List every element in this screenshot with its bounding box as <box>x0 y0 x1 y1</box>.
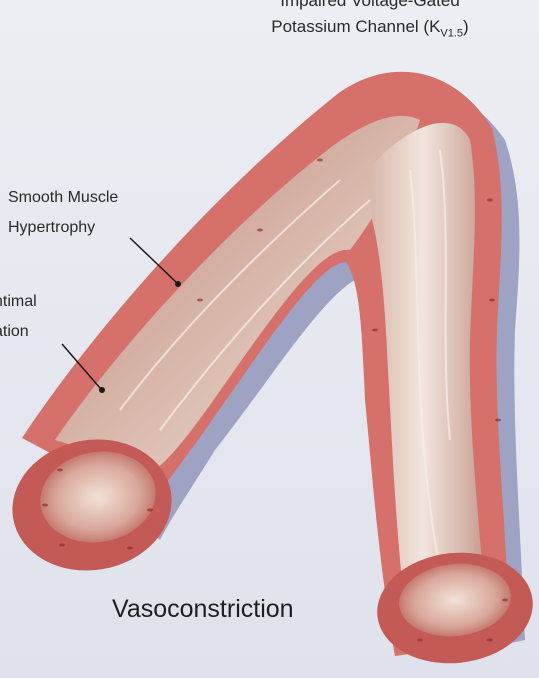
channel-label-sub: V1.5 <box>440 27 463 39</box>
channel-label-line2: Potassium Channel (KV1.5) <box>205 14 535 46</box>
channel-label-line1: Impaired Voltage-Gated <box>205 0 535 14</box>
smooth-muscle-label: Smooth Muscle Hypertrophy <box>8 183 118 243</box>
leader-smooth-muscle-dot <box>175 281 181 287</box>
leader-intimal-dot <box>99 387 105 393</box>
smooth-muscle-label-line2: Hypertrophy <box>8 213 118 243</box>
channel-label-end: ) <box>463 17 469 36</box>
intimal-label-line1: ntimal <box>0 287 37 317</box>
vasoconstriction-label: Vasoconstriction <box>112 594 294 624</box>
channel-label: Impaired Voltage-Gated Potassium Channel… <box>205 0 535 46</box>
intimal-label-line2: ation <box>0 317 37 347</box>
channel-label-main: Potassium Channel (K <box>271 17 440 36</box>
intimal-label: ntimal ation <box>0 287 37 347</box>
smooth-muscle-label-line1: Smooth Muscle <box>8 183 118 213</box>
